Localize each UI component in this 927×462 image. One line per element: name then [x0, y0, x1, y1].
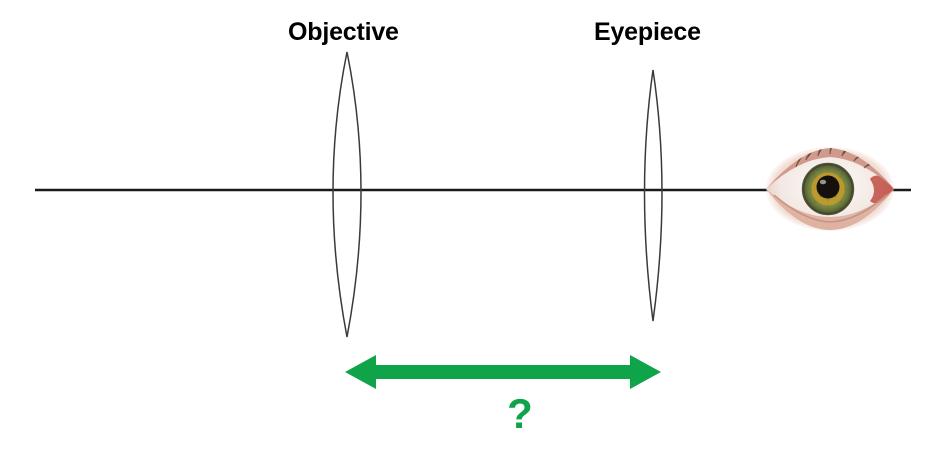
objective-lens — [332, 51, 362, 338]
separation-arrow — [345, 355, 661, 389]
eyepiece-label: Eyepiece — [594, 18, 701, 46]
eyepiece-lens — [643, 69, 663, 322]
unknown-distance-label: ? — [507, 390, 533, 437]
objective-label: Objective — [288, 18, 399, 46]
human-eye-image — [766, 147, 894, 231]
